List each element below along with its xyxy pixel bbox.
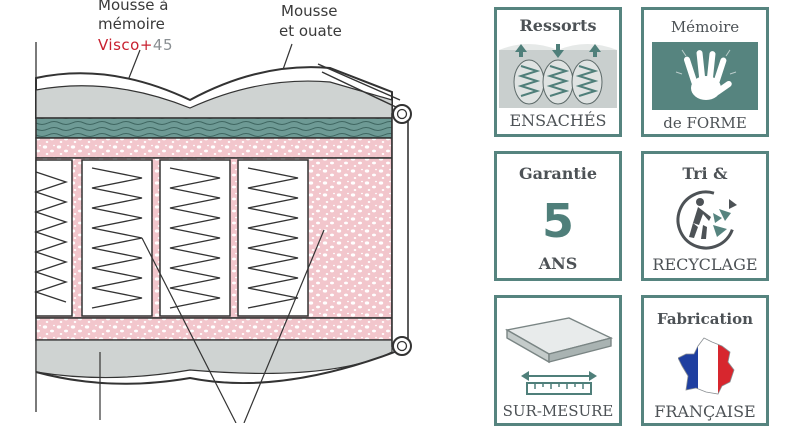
badge-made-in-france: Fabrication FRANÇAISE bbox=[641, 295, 769, 426]
badge-recycling-title: Tri & bbox=[682, 164, 728, 183]
badge-memory-title: Mémoire bbox=[670, 18, 740, 36]
badge-warranty-subtitle: ANS bbox=[538, 254, 578, 273]
brand-name: Visco+ bbox=[98, 36, 153, 54]
brand-number: 45 bbox=[152, 36, 174, 54]
warranty-years-number: 5 bbox=[541, 194, 574, 248]
mattress-cross-section: Mousse à mémoire Visco+45 Mousse et ouat… bbox=[33, 0, 412, 424]
ruler-icon bbox=[521, 371, 597, 395]
mattress-icon bbox=[505, 317, 614, 364]
foam-wadding-label-line2: et ouate bbox=[279, 22, 342, 40]
mattress-diagram bbox=[33, 42, 412, 424]
badge-french-subtitle: FRANÇAISE bbox=[654, 402, 756, 421]
hand-icon bbox=[652, 42, 758, 110]
badge-recycling: Tri & RECYCLAGE bbox=[641, 151, 769, 281]
springs-icon bbox=[499, 44, 617, 108]
badge-custom-size: SUR-MESURE bbox=[494, 295, 622, 426]
badge-springs-subtitle: ENSACHÉS bbox=[509, 111, 607, 130]
badge-french-title: Fabrication bbox=[656, 310, 754, 328]
badge-custom-subtitle: SUR-MESURE bbox=[502, 402, 614, 420]
badge-warranty: Garantie 5 ANS bbox=[494, 151, 622, 281]
france-flag-map-icon bbox=[678, 337, 735, 395]
badge-recycling-subtitle: RECYCLAGE bbox=[652, 255, 758, 274]
badge-pocket-springs: Ressorts ENSACHÉS bbox=[494, 7, 622, 137]
memory-foam-label-line2: mémoire bbox=[98, 15, 165, 33]
foam-wadding-label-line1: Mousse bbox=[281, 2, 338, 20]
badge-memory-subtitle: de FORME bbox=[663, 114, 747, 132]
badge-warranty-title: Garantie bbox=[518, 164, 598, 183]
badge-memory-foam: Mémoire de FORME bbox=[641, 7, 769, 137]
recycle-icon bbox=[676, 190, 737, 250]
memory-foam-label-line1: Mousse à bbox=[98, 0, 169, 14]
visco-brand-logo: Visco+45 bbox=[98, 36, 173, 54]
badge-springs-title: Ressorts bbox=[519, 16, 597, 35]
